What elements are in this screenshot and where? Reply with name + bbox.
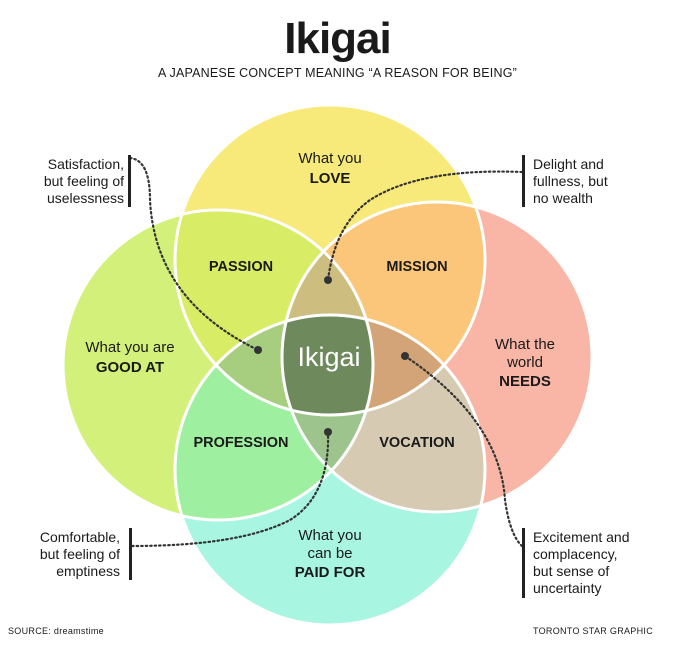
- note-top-left: Satisfaction, but feeling of uselessness: [43, 156, 124, 206]
- mission-label: MISSION: [386, 259, 447, 275]
- outline-good-at: [61, 208, 375, 522]
- connector-dot-top-right: [324, 276, 332, 284]
- paid-for-label-line3: PAID FOR: [295, 564, 366, 581]
- connector-bottom-left: [130, 430, 330, 548]
- ikigai-center-label: Ikigai: [297, 342, 360, 372]
- profession-label: PROFESSION: [193, 435, 288, 451]
- note-top-right: Delight and fullness, but no wealth: [533, 156, 608, 206]
- love-label-line1: What you: [298, 150, 361, 167]
- outline-paid-for: [173, 313, 487, 627]
- connector-top-left: [128, 156, 260, 352]
- vocation-label: VOCATION: [379, 435, 454, 451]
- needs-label-line1: What the: [495, 336, 555, 353]
- good-at-label-line1: What you are: [85, 339, 174, 356]
- connector-dot-bottom-right: [401, 352, 409, 360]
- connector-dot-top-left: [254, 346, 262, 354]
- diagram-title: Ikigai: [284, 14, 392, 63]
- diagram-subtitle: A JAPANESE CONCEPT MEANING “A REASON FOR…: [157, 66, 517, 80]
- connector-top-right: [326, 170, 524, 282]
- good-at-label-line2: GOOD AT: [96, 359, 164, 376]
- note-bottom-left: Comfortable, but feeling of emptiness: [39, 529, 120, 579]
- note-bottom-right: Excitement and complacency, but sense of…: [533, 529, 630, 596]
- paid-for-label-line1: What you: [298, 527, 361, 544]
- needs-label-line3: NEEDS: [499, 373, 551, 390]
- graphic-credit: TORONTO STAR GRAPHIC: [532, 626, 653, 636]
- note-bar-top-right: [522, 155, 525, 207]
- needs-label-line2: world: [506, 354, 543, 371]
- love-label-line2: LOVE: [310, 170, 351, 187]
- note-bar-bottom-left: [129, 528, 132, 580]
- connector-bottom-right: [403, 354, 524, 548]
- note-bar-top-left: [128, 155, 131, 207]
- outline-needs: [280, 200, 594, 514]
- paid-for-label-line2: can be: [307, 545, 352, 562]
- connector-dot-bottom-left: [324, 428, 332, 436]
- passion-label: PASSION: [209, 259, 273, 275]
- source-credit: SOURCE: dreamstime: [8, 626, 104, 636]
- outline-love: [173, 103, 487, 417]
- note-bar-bottom-right: [522, 528, 525, 598]
